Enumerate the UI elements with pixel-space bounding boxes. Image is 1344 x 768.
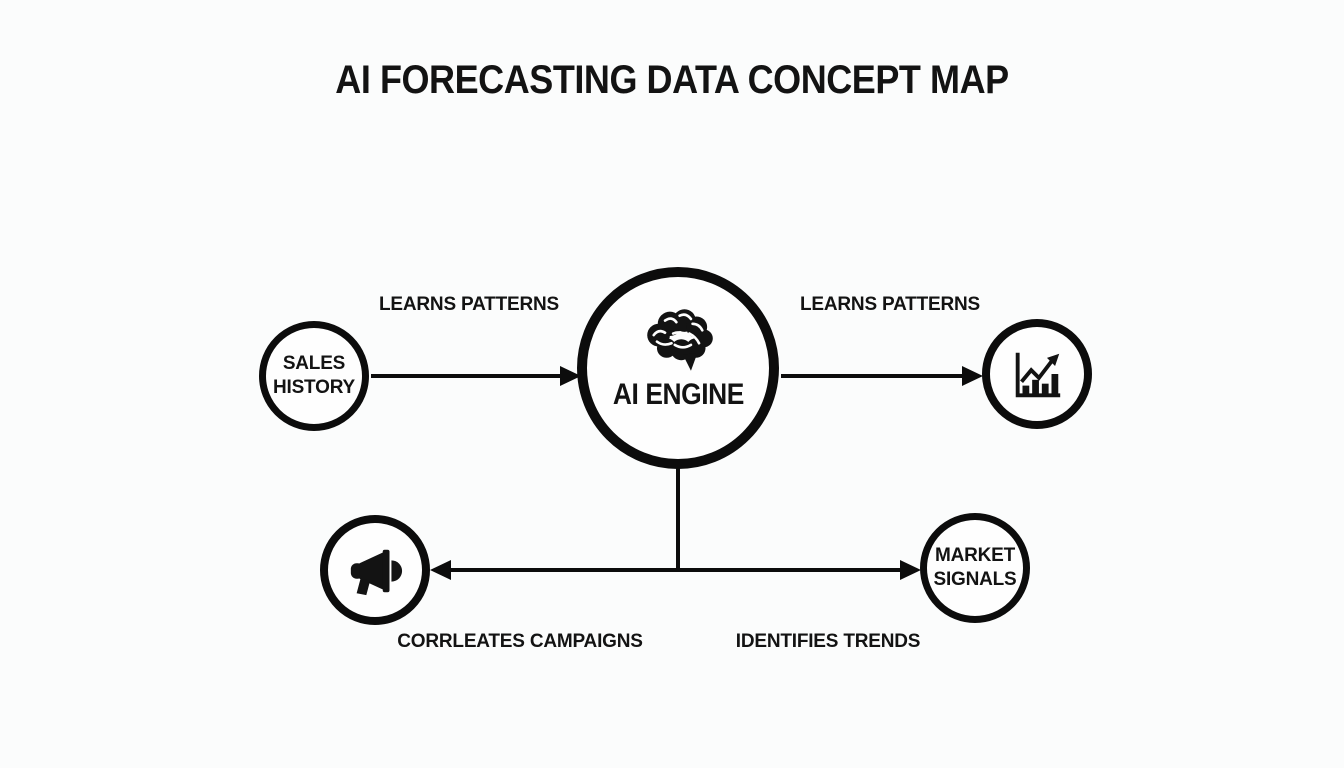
node-growth-chart <box>982 319 1092 429</box>
node-market-signals: MARKET SIGNALS <box>920 513 1030 623</box>
ai-engine-label: AI ENGINE <box>612 378 744 411</box>
edge-label-correlates-campaigns: CORRLEATES CAMPAIGNS <box>397 631 643 652</box>
brain-icon <box>636 306 720 374</box>
market-signals-label-line1: MARKET <box>934 544 1016 566</box>
sales-history-label-line2: HISTORY <box>272 377 355 398</box>
node-ai-engine: AI ENGINE <box>577 267 779 469</box>
bar-chart-trend-icon <box>1008 345 1066 403</box>
sales-history-label: SALES HISTORY <box>273 352 355 401</box>
node-sales-history: SALES HISTORY <box>259 321 369 431</box>
market-signals-label: MARKET SIGNALS <box>933 544 1016 593</box>
edge-label-learns-patterns-right: LEARNS PATTERNS <box>800 294 980 315</box>
sales-history-label-line1: SALES <box>282 352 346 374</box>
page-title: AI FORECASTING DATA CONCEPT MAP <box>335 58 1009 102</box>
edge-label-learns-patterns-left: LEARNS PATTERNS <box>379 294 559 315</box>
edge-label-identifies-trends: IDENTIFIES TRENDS <box>735 631 921 652</box>
node-campaigns <box>320 515 430 625</box>
megaphone-icon <box>345 541 405 599</box>
market-signals-label-line2: SIGNALS <box>933 569 1017 590</box>
